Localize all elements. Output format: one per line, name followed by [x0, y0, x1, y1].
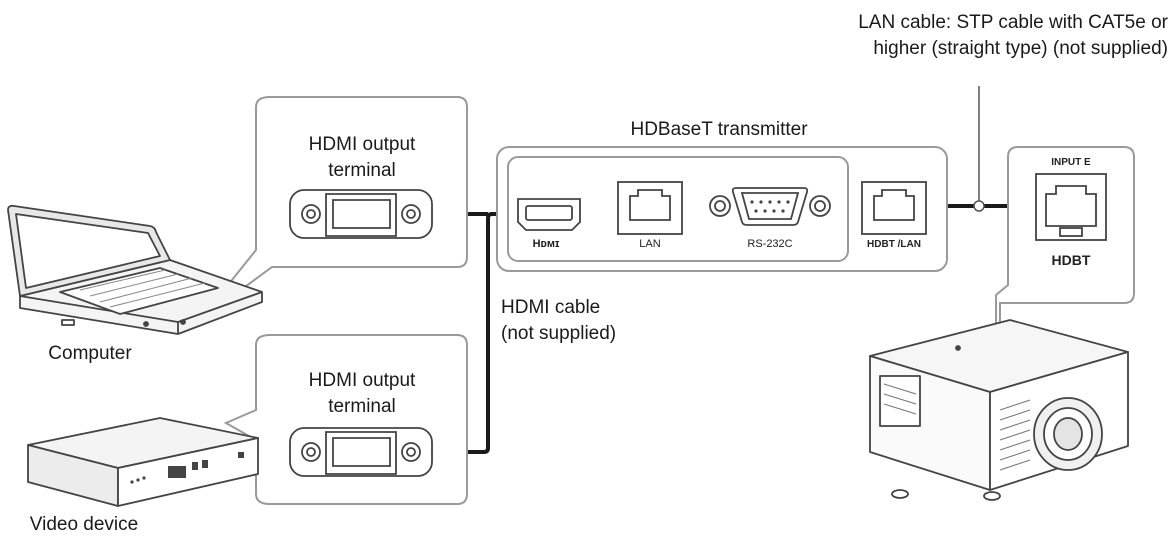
port-hdbt-lan-label: HDBT /LAN [867, 239, 921, 250]
computer-label: Computer [48, 343, 132, 364]
hdmi-output-callout-video: HDMI output terminal [223, 334, 468, 505]
transmitter-title: HDBaseT transmitter [630, 119, 808, 140]
hdmi-output-label-1-line1: HDMI output [309, 134, 416, 155]
lan-cable-label-line2: higher (straight type) (not supplied) [873, 38, 1168, 59]
input-e-label: INPUT E [1051, 157, 1091, 168]
hdmi-output-label-1-line2: terminal [328, 160, 396, 181]
hdmi-cable-label-line1: HDMI cable [501, 297, 600, 318]
hdmi-port-video [289, 427, 433, 477]
transmitter-hdmi-port [517, 198, 581, 231]
laptop-icon [7, 204, 263, 335]
transmitter-hdbt-lan-port [861, 181, 927, 235]
hdbt-logo-label: HDBT [1052, 252, 1091, 268]
hdmi-cable-video [360, 212, 532, 454]
transmitter-lan-port [617, 181, 683, 235]
lan-cable-label-line1: LAN cable: STP cable with CAT5e or [858, 12, 1168, 33]
hdbaset-transmitter: HDBaseT transmitter Hᴅᴍɪ LAN RS-232C [496, 119, 948, 272]
projector-input-callout: INPUT E HDBT [995, 146, 1135, 381]
rs232c-pins [750, 200, 790, 213]
hdmi-output-callout-computer: HDMI output terminal [199, 96, 468, 321]
lan-cable-leader-dot [973, 200, 985, 212]
video-device-label: Video device [30, 514, 138, 535]
hdmi-output-label-2-line1: HDMI output [309, 370, 416, 391]
projector-hdbt-port [1035, 173, 1107, 241]
port-lan-label: LAN [639, 238, 660, 250]
hdmi-cable-label-line2: (not supplied) [501, 323, 616, 344]
port-hdmi-label: Hᴅᴍɪ [533, 238, 560, 250]
hdmi-port-computer [289, 189, 433, 239]
set-top-box-icon [27, 417, 259, 507]
projector-icon [869, 319, 1129, 501]
hdmi-output-label-2-line2: terminal [328, 396, 396, 417]
port-rs232c-label: RS-232C [747, 238, 792, 250]
